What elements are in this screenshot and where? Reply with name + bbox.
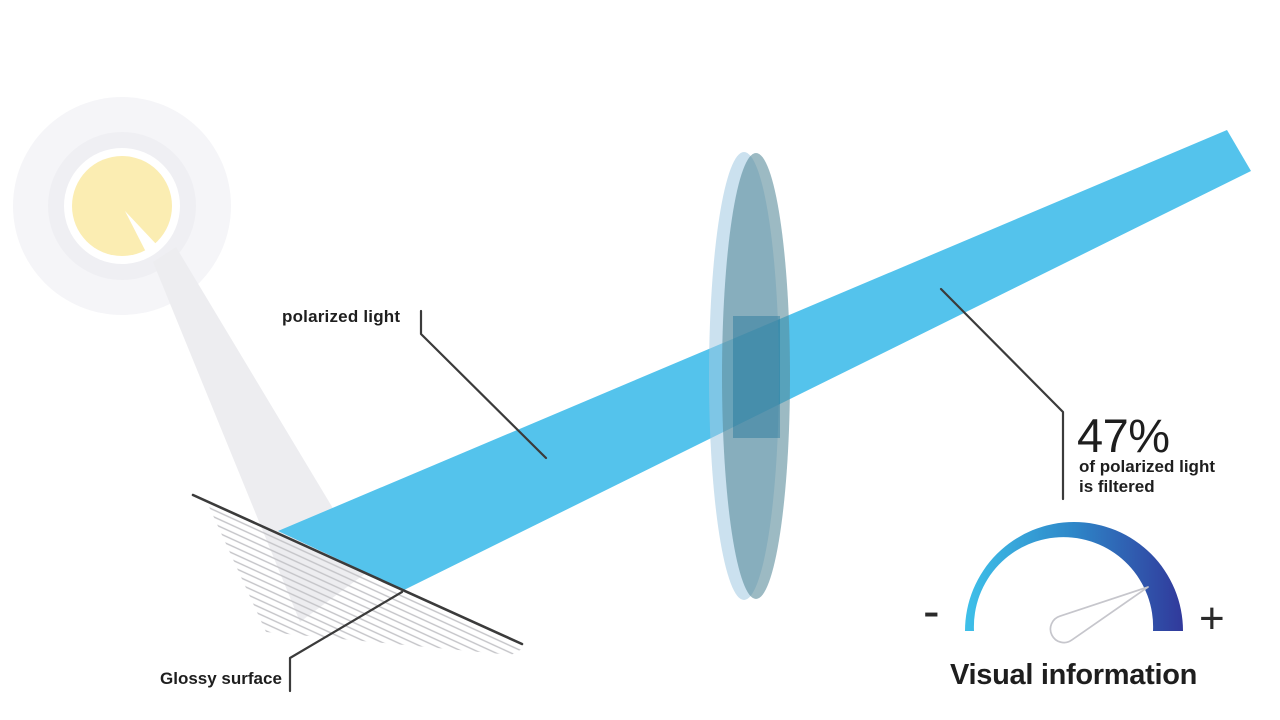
gauge-needle-icon bbox=[1049, 586, 1149, 644]
polarizing-filter-lens bbox=[709, 152, 790, 600]
filter-percentage-caption: of polarized light is filtered bbox=[1079, 457, 1215, 497]
gauge-arc-icon bbox=[965, 522, 1183, 644]
sun-beam-notch bbox=[125, 211, 157, 254]
polarized-light-label: polarized light bbox=[282, 307, 401, 326]
lens-face bbox=[722, 153, 790, 599]
glossy-surface-line bbox=[191, 493, 524, 646]
sun-icon bbox=[13, 97, 231, 315]
glossy-surface-label: Glossy surface bbox=[160, 669, 282, 688]
glossy-surface-hatching bbox=[206, 500, 524, 655]
gauge-plus-label: + bbox=[1199, 594, 1225, 643]
filter-slot bbox=[733, 316, 780, 438]
filter-caption-line-2: is filtered bbox=[1079, 477, 1155, 496]
filter-stat-leader-line bbox=[939, 287, 1065, 501]
filter-caption-line-1: of polarized light bbox=[1079, 457, 1215, 476]
glossy-surface-leader-line bbox=[288, 590, 404, 693]
polarized-light-leader-line bbox=[419, 309, 548, 460]
gauge-minus-label: - bbox=[923, 583, 940, 639]
gauge-title: Visual information bbox=[950, 659, 1198, 691]
sun-core bbox=[72, 156, 172, 256]
filter-percentage-value: 47% bbox=[1077, 409, 1170, 462]
gauge-arc bbox=[965, 522, 1183, 631]
